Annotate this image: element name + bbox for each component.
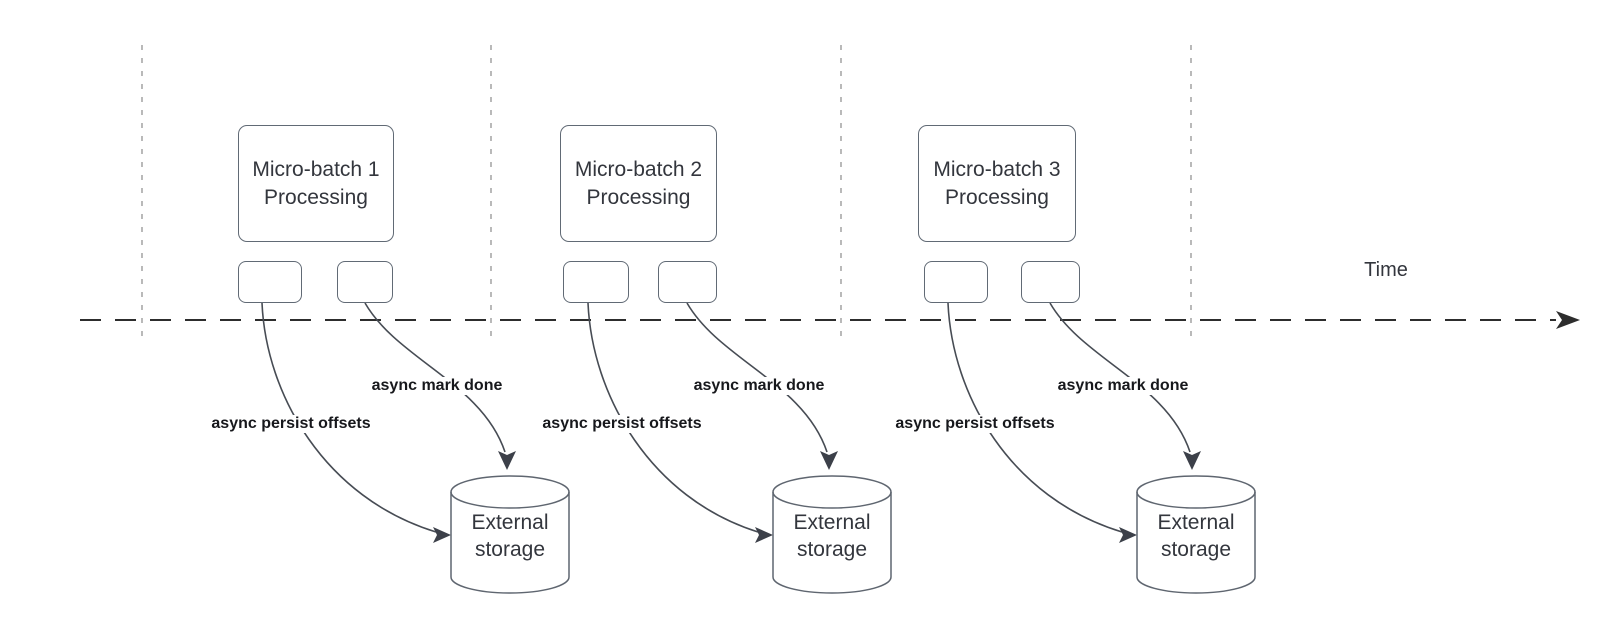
micro-batch-label: Micro-batch 2 Processing [574,157,703,209]
mark-done-arrow [686,302,828,453]
async-op-box-persist [238,261,302,303]
storage-label: External storage [1157,511,1235,561]
persist-offsets-arrow [947,302,1123,533]
async-op-box-persist [563,261,629,303]
micro-batch-box: Micro-batch 3 Processing [918,125,1076,242]
mark-done-arrowhead [498,451,516,470]
persist-offsets-arrowhead [1119,527,1137,543]
micro-batch-box: Micro-batch 1 Processing [238,125,394,242]
mark-done-label: async mark done [690,377,828,395]
storage-label: External storage [793,511,871,561]
micro-batch-label: Micro-batch 1 Processing [252,157,380,209]
micro-batch-label: Micro-batch 3 Processing [933,157,1061,209]
time-axis-arrowhead [1556,311,1580,329]
mark-done-arrowhead [1183,451,1201,470]
async-op-box-mark [658,261,717,303]
storage-cylinder [1136,475,1256,594]
persist-offsets-label: async persist offsets [539,415,705,433]
mark-done-arrowhead [820,451,838,470]
mark-done-label: async mark done [1054,377,1192,395]
micro-batch-box: Micro-batch 2 Processing [560,125,717,242]
persist-offsets-label: async persist offsets [208,415,374,433]
persist-offsets-arrow [587,302,759,533]
storage-cylinder [772,475,892,594]
time-label: Time [1364,259,1408,281]
persist-offsets-arrowhead [433,527,451,543]
mark-done-arrow [364,302,506,453]
persist-offsets-arrow [261,302,437,533]
persist-offsets-label: async persist offsets [892,415,1058,433]
async-op-box-mark [337,261,393,303]
persist-offsets-arrowhead [755,527,773,543]
mark-done-arrow [1049,302,1191,453]
storage-label: External storage [471,511,549,561]
storage-cylinder [450,475,570,594]
mark-done-label: async mark done [368,377,506,395]
async-op-box-mark [1021,261,1080,303]
async-op-box-persist [924,261,988,303]
